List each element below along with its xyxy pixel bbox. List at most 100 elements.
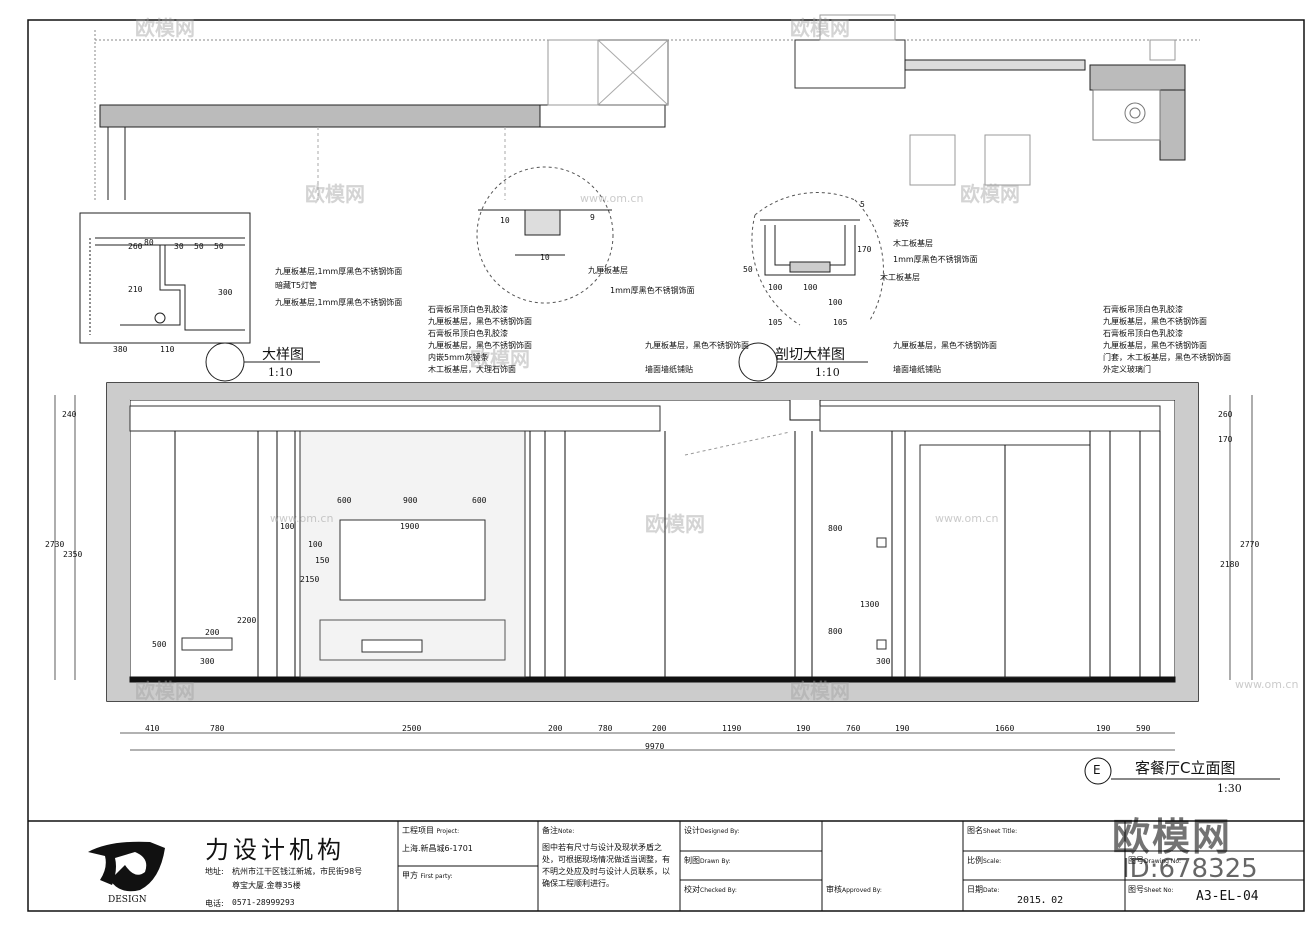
corner-watermark-id: ID:678325 (1122, 854, 1258, 884)
dim-label: 2180 (1220, 560, 1240, 569)
dim-label: 300 (200, 657, 215, 666)
watermark-brand: 欧模网 (960, 182, 1020, 206)
dim-label: 1190 (722, 724, 742, 733)
annotation: 石膏板吊顶白色乳胶漆 (1103, 329, 1183, 338)
dim-label: 50 (214, 242, 224, 251)
dim-label: 9 (590, 213, 595, 222)
annotation: 九厘板基层,1mm厚黑色不锈钢饰面 (275, 267, 403, 276)
dim-label: 2350 (63, 550, 83, 559)
dim-label: 800 (828, 524, 843, 533)
dim-label: 900 (403, 496, 418, 505)
watermark-site: www.om.cn (935, 512, 999, 525)
date-label: 日期Date: (967, 885, 1000, 894)
watermark-brand: 欧模网 (470, 347, 530, 371)
dim-label: 260 (1218, 410, 1233, 419)
view-scale: 1:30 (1217, 782, 1242, 795)
watermark-site: www.om.cn (270, 512, 334, 525)
watermark-site: www.om.cn (1235, 678, 1299, 691)
detail-left-scale: 1:10 (268, 366, 293, 379)
dim-label: 105 (768, 318, 783, 327)
detail-section (751, 192, 884, 326)
dim-label: 190 (1096, 724, 1111, 733)
checked-label: 校对Checked By: (684, 885, 737, 894)
address-line: 杭州市江干区钱江新城，市民街98号 (232, 867, 363, 876)
logo-icon (88, 841, 165, 892)
dimension-lines (54, 395, 1253, 751)
watermark-site: www.om.cn (580, 192, 644, 205)
elevation-frame (106, 382, 1199, 702)
watermark-brand: 欧模网 (305, 182, 365, 206)
detail-left (79, 212, 251, 344)
dim-label: 80 (144, 238, 154, 247)
dim-label: 10 (500, 216, 510, 225)
annotation: 九厘板基层，黑色不锈钢饰面 (428, 317, 532, 326)
detail-circle (476, 166, 614, 304)
annotation: 暗藏T5灯管 (275, 281, 317, 290)
dim-label: 50 (743, 265, 753, 274)
annotation: 内嵌5mm灰镜条 (428, 353, 489, 362)
date-value: 2015．02 (1017, 895, 1064, 906)
dim-label: 170 (1218, 435, 1233, 444)
dim-label: 300 (218, 288, 233, 297)
dim-label: 150 (315, 556, 330, 565)
company-name: 力设计机构 (205, 836, 345, 864)
approved-label: 审核Approved By: (826, 885, 882, 894)
dim-label: 110 (160, 345, 175, 354)
view-title: 客餐厅C立面图 (1135, 759, 1236, 777)
annotation: 九厘板基层，黑色不锈钢饰面 (1103, 341, 1207, 350)
project-label: 工程项目 Project: (402, 826, 460, 835)
view-marker-label: E (1093, 763, 1101, 777)
dim-label: 170 (857, 245, 872, 254)
dim-label: 5 (860, 200, 865, 209)
title-block (28, 820, 1304, 911)
note-text: 图中若有尺寸与设计及现状矛盾之处，可根据现场情况做适当调整，有不明之处应及时与设… (542, 843, 670, 888)
dim-label: 200 (652, 724, 667, 733)
note-label: 备注Note: (542, 826, 575, 835)
dim-label: 100 (280, 522, 295, 531)
dim-label: 30 (174, 242, 184, 251)
dim-label: 1900 (400, 522, 420, 531)
dim-label: 380 (113, 345, 128, 354)
dim-label: 780 (210, 724, 225, 733)
dim-label: 590 (1136, 724, 1151, 733)
annotation: 石膏板吊顶白色乳胶漆 (428, 329, 508, 338)
dim-label: 200 (548, 724, 563, 733)
dim-label: 200 (205, 628, 220, 637)
dim-label: 190 (796, 724, 811, 733)
dim-label: 2730 (45, 540, 65, 549)
dim-label: 10 (540, 253, 550, 262)
logo-text: DESIGN (108, 895, 147, 905)
watermark-brand: 欧模网 (790, 16, 850, 40)
drawing-label: 图号Drawing No: (1128, 856, 1182, 865)
total-dimension: 9970 (645, 742, 665, 751)
annotation: 瓷砖 (893, 219, 909, 228)
annotation: 石膏板吊顶白色乳胶漆 (1103, 305, 1183, 314)
detail-section-scale: 1:10 (815, 366, 840, 379)
dim-label: 800 (828, 627, 843, 636)
watermark-brand: 欧模网 (135, 679, 195, 703)
annotation: 外定义玻璃门 (1103, 365, 1151, 374)
annotation: 九厘板基层，黑色不锈钢饰面 (1103, 317, 1207, 326)
detail-left-marker (205, 342, 245, 382)
sheet-border (27, 19, 1305, 912)
sheet-no-value: A3-EL-04 (1196, 889, 1259, 904)
dim-label: 300 (876, 657, 891, 666)
dim-label: 190 (895, 724, 910, 733)
phone-label: 电话: (205, 899, 224, 908)
dim-label: 105 (833, 318, 848, 327)
annotation: 1mm厚黑色不锈钢饰面 (893, 255, 978, 264)
dim-label: 1300 (860, 600, 880, 609)
designer-label: 设计Designed By: (684, 826, 740, 835)
dim-label: 100 (768, 283, 783, 292)
detail-left-title: 大样图 (262, 347, 304, 363)
dim-label: 760 (846, 724, 861, 733)
dim-label: 780 (598, 724, 613, 733)
sheet-title-label: 图名Sheet Title: (967, 826, 1018, 835)
annotation: 1mm厚黑色不锈钢饰面 (610, 286, 695, 295)
dim-label: 2770 (1240, 540, 1260, 549)
dim-label: 410 (145, 724, 160, 733)
annotation: 木工板基层 (893, 239, 933, 248)
corner-watermark-brand: 欧模网 (1112, 815, 1233, 859)
dim-label: 260 (128, 242, 143, 251)
